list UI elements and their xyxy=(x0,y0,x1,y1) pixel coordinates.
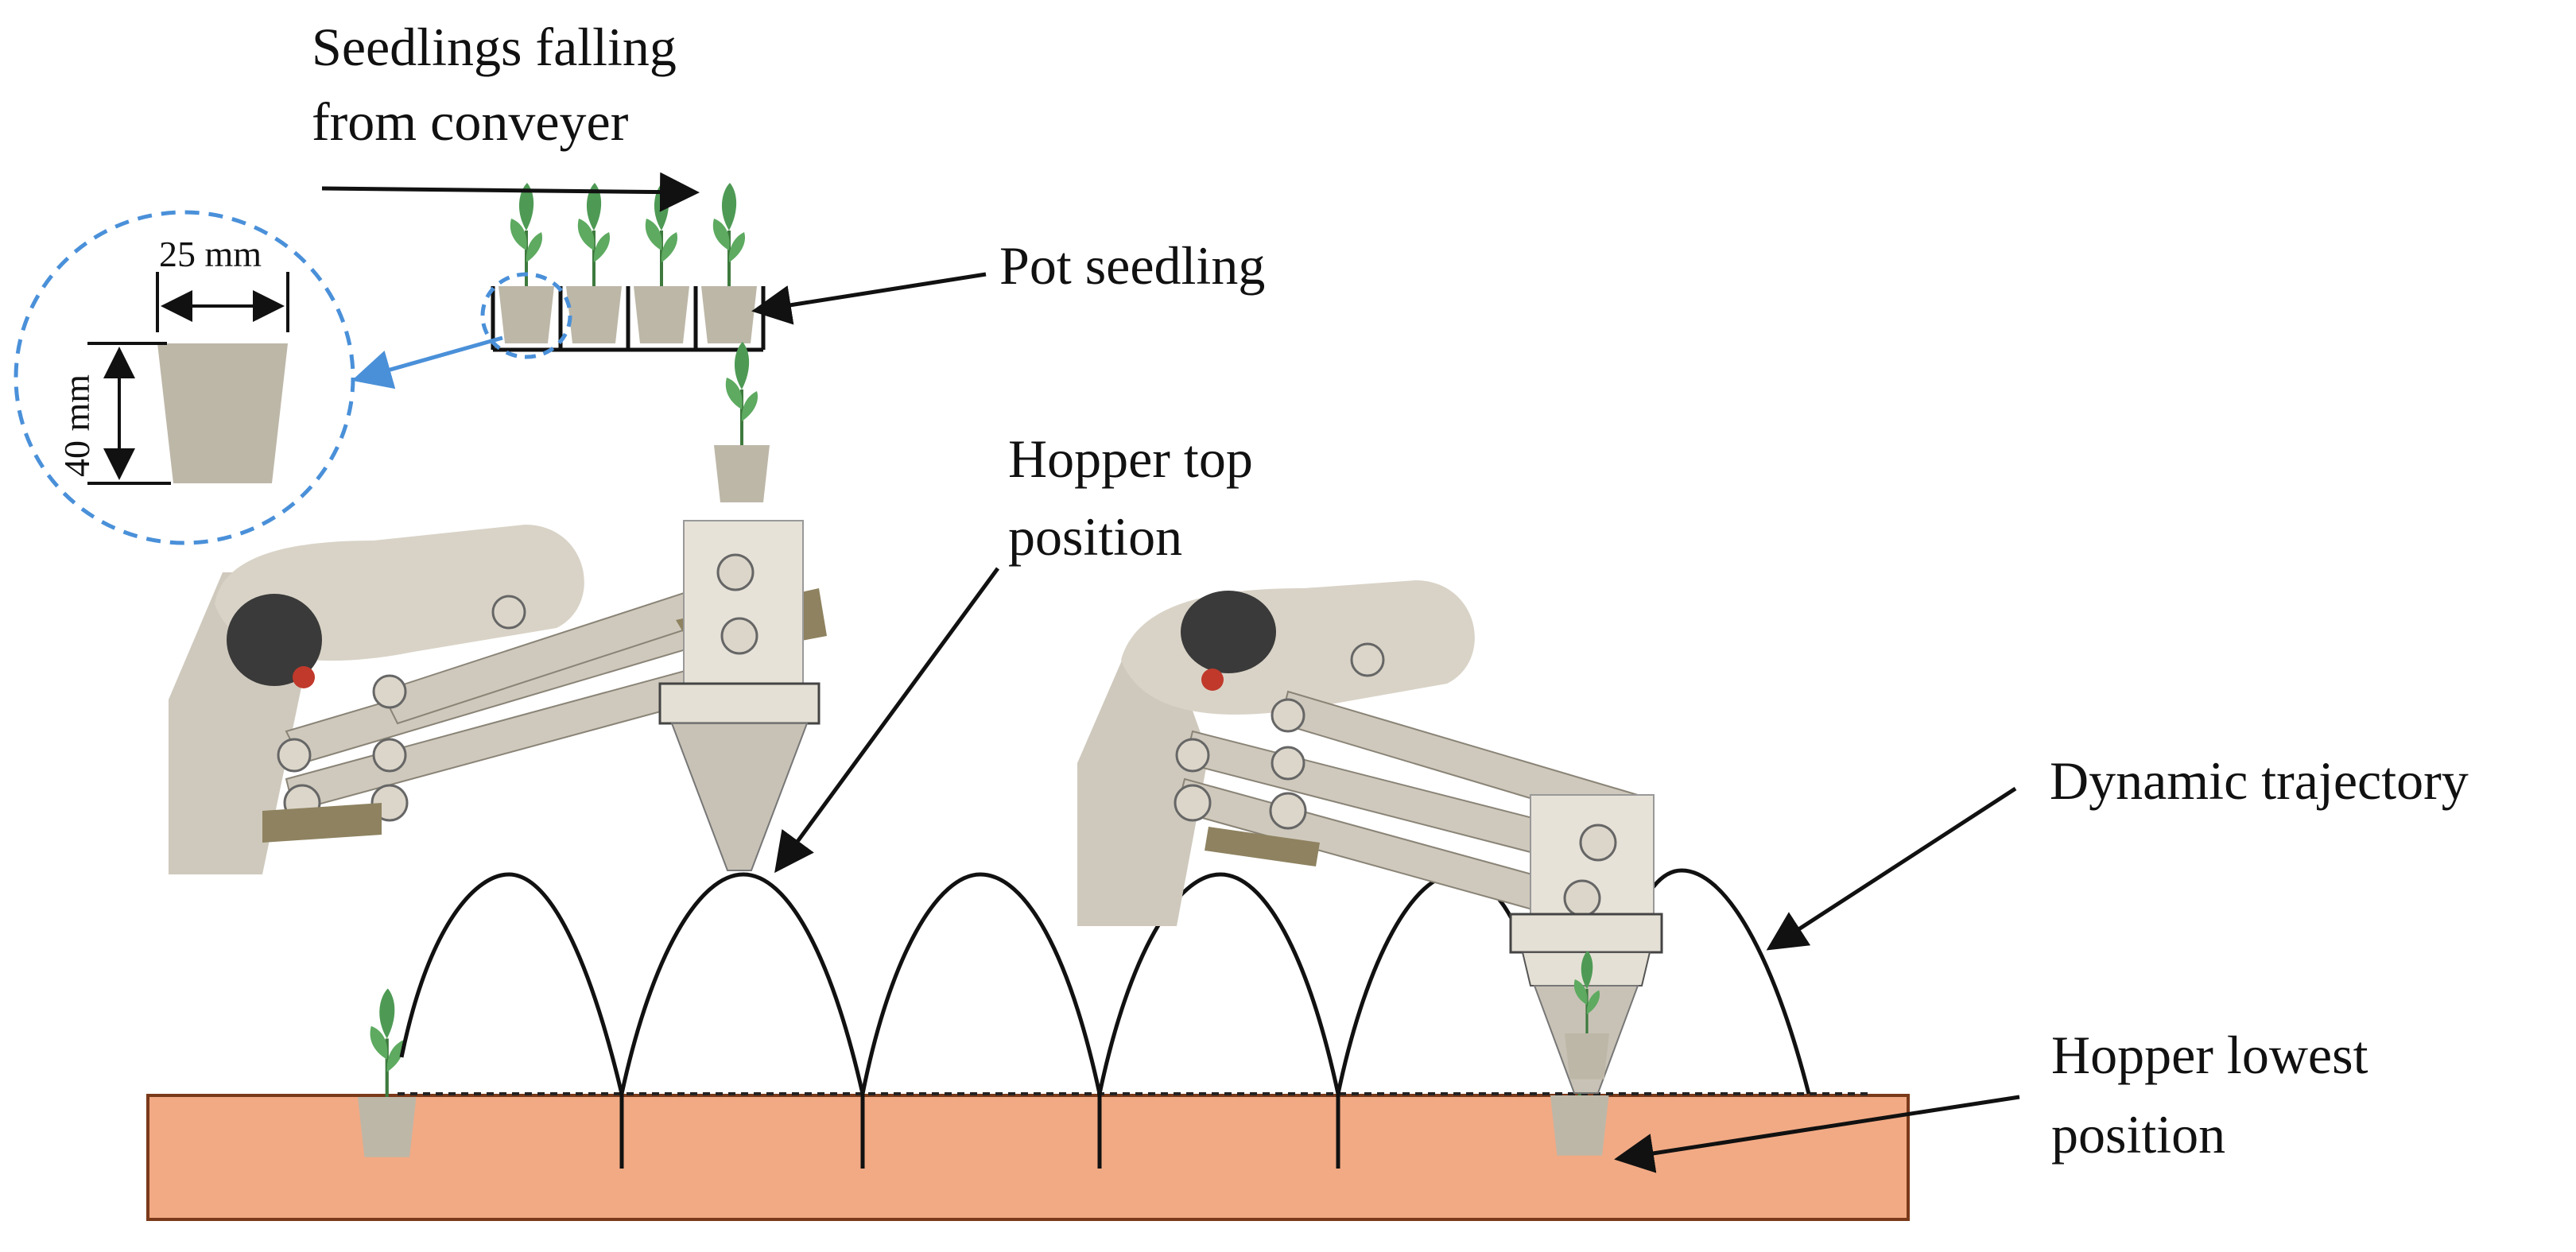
label-seedlings-falling-line1: Seedlings falling xyxy=(312,17,677,77)
pot-seedling-arrow xyxy=(751,272,987,325)
conveyer-direction-arrow xyxy=(321,172,700,212)
label-hopper-top-line2: position xyxy=(1008,506,1182,567)
transplanter-mechanism-left xyxy=(169,520,827,874)
label-hopper-lowest-line2: position xyxy=(2051,1104,2225,1165)
transplanter-mechanism-right xyxy=(1077,580,1663,1094)
pot-detail-zoom xyxy=(14,210,503,545)
label-dynamic-trajectory: Dynamic trajectory xyxy=(2050,750,2469,811)
label-seedlings-falling-line2: from conveyer xyxy=(312,91,629,152)
label-hopper-lowest-line1: Hopper lowest xyxy=(2051,1025,2368,1085)
planted-seedling-left xyxy=(358,989,417,1157)
hopper-lowest-arrow xyxy=(1614,1095,2020,1173)
label-dim-width: 25 mm xyxy=(159,234,262,274)
label-hopper-top-line1: Hopper top xyxy=(1008,428,1253,489)
conveyor-tray xyxy=(480,181,766,359)
hopper-top-arrow xyxy=(774,567,1000,874)
label-pot-seedling: Pot seedling xyxy=(999,235,1265,296)
dynamic-trajectory-arrow xyxy=(1766,786,2017,951)
label-dim-height: 40 mm xyxy=(56,374,97,477)
falling-seedling xyxy=(712,340,771,504)
